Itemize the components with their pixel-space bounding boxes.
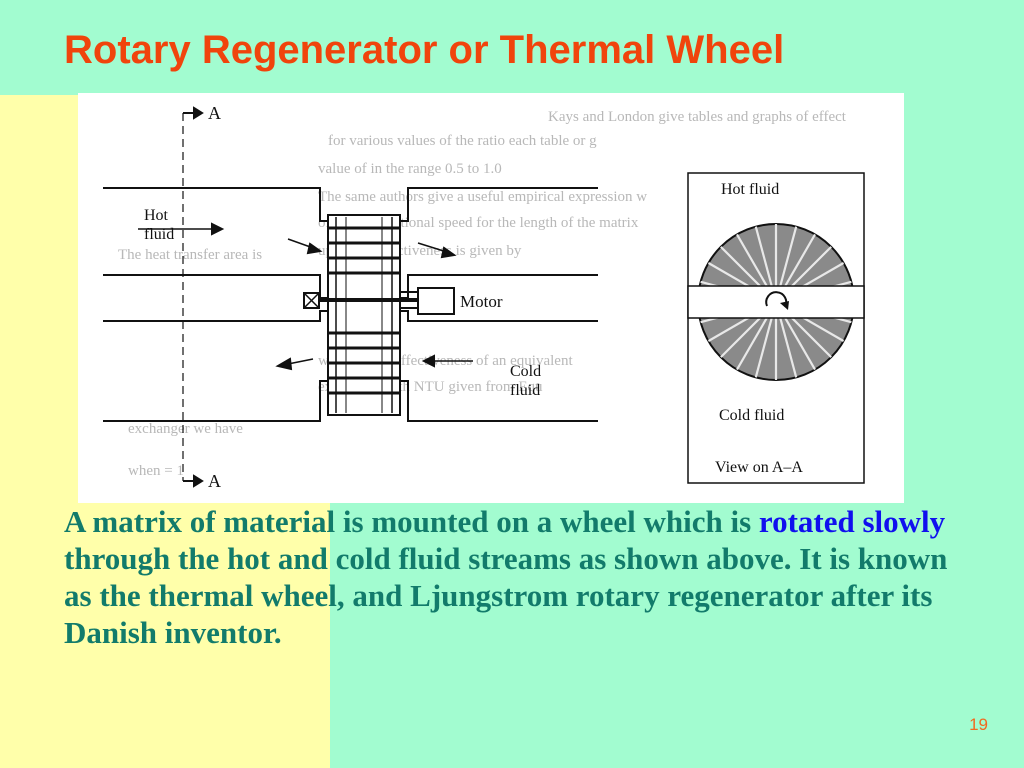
wheel-spoke <box>736 318 769 371</box>
wheel-spoke <box>783 318 816 371</box>
seal-band <box>687 285 865 319</box>
section-label-bottom: A <box>208 471 221 491</box>
caption-highlight: rotated slowly <box>758 504 946 539</box>
wheel-matrix <box>327 214 401 416</box>
wheel-spoke <box>790 246 832 286</box>
matrix-bands <box>328 226 400 395</box>
slide-caption: A matrix of material is mounted on a whe… <box>64 503 964 651</box>
wheel-spoke <box>801 262 845 286</box>
wheel-spoke <box>754 318 773 378</box>
bg-text-line: Kays and London give tables and graphs o… <box>548 109 847 125</box>
regenerator-diagram: Kays and London give tables and graphs o… <box>78 93 904 503</box>
wheel-spoke <box>783 233 816 286</box>
bg-text-line: The same authors give a useful empirical… <box>318 189 647 205</box>
wheel-face <box>687 223 865 381</box>
wheel-spoke <box>779 226 798 286</box>
section-label-top: A <box>208 103 221 123</box>
wheel-spoke <box>700 280 721 286</box>
wheel-spoke <box>707 262 751 286</box>
wheel-spoke <box>831 318 852 324</box>
wheel-spoke <box>720 246 762 286</box>
section-arrowhead-top <box>193 106 204 120</box>
view-label: View on A–A <box>715 459 803 476</box>
caption-text-part2: through the hot and cold fluid streams a… <box>64 541 948 650</box>
wheel-spoke <box>801 318 845 342</box>
wheel-spoke <box>700 318 721 324</box>
hot-fluid-label: fluid <box>144 226 174 243</box>
motor-box <box>417 287 455 315</box>
motor-label: Motor <box>460 292 503 311</box>
end-view-cold-fluid-label: Cold fluid <box>719 407 784 424</box>
hot-fluid-label: Hot <box>144 207 169 224</box>
wheel-lower-half <box>698 318 854 381</box>
wheel-spoke <box>790 318 832 358</box>
cold-fluid-label: Cold <box>510 363 541 380</box>
page-number: 19 <box>969 715 988 734</box>
caption-text-part1: A matrix of material is mounted on a whe… <box>64 504 759 539</box>
end-view <box>687 172 865 484</box>
bg-text-line: value of in the range 0.5 to 1.0 <box>318 161 502 177</box>
wheel-spoke <box>736 233 769 286</box>
wheel-spoke <box>779 318 798 378</box>
slide-title: Rotary Regenerator or Thermal Wheel <box>64 28 785 72</box>
bg-text-line: for various values of the ratio each tab… <box>328 133 597 149</box>
wheel-spoke <box>707 318 751 342</box>
wheel-spoke <box>720 318 762 358</box>
wheel-spoke <box>831 280 852 286</box>
bg-text-line: exchanger we have <box>128 421 243 437</box>
wheel-upper-half <box>698 223 854 286</box>
rotation-arrowhead <box>780 301 789 310</box>
cold-fluid-label: fluid <box>510 382 540 399</box>
wheel-spoke <box>754 226 773 286</box>
bg-text-line: The heat transfer area is <box>118 247 262 263</box>
regenerator-diagram-svg: Kays and London give tables and graphs o… <box>103 103 865 491</box>
end-view-hot-fluid-label: Hot fluid <box>721 181 779 198</box>
section-arrowhead-bottom <box>193 474 204 488</box>
bg-text-line: when = 1 <box>128 463 184 479</box>
side-view <box>103 106 598 488</box>
